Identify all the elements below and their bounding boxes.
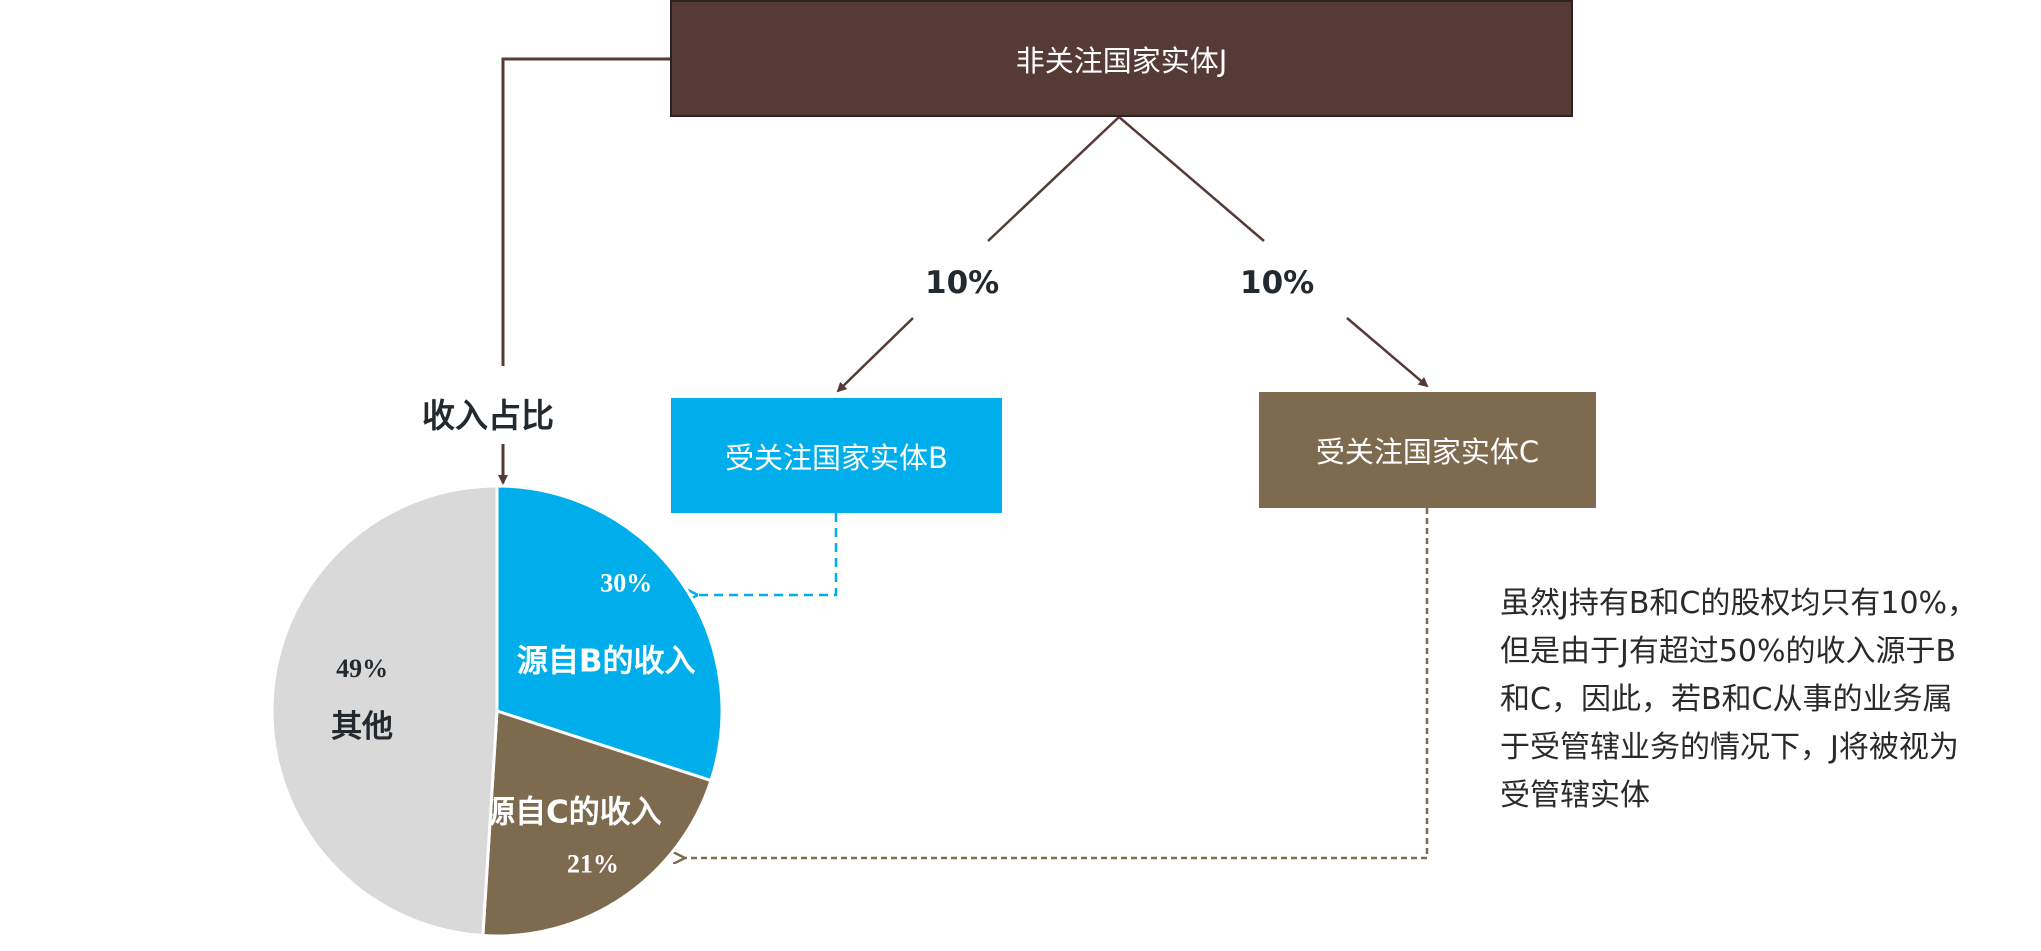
entity-b-box: 受关注国家实体B [671, 398, 1002, 513]
explanation-note: 虽然J持有B和C的股权均只有10%， 但是由于J有超过50%的收入源于B 和C，… [1500, 580, 2040, 820]
note-line: 于受管辖业务的情况下，J将被视为 [1500, 730, 1959, 765]
note-line: 和C，因此，若B和C从事的业务属 [1500, 682, 1953, 717]
pie-slice-name-label: 其他 [331, 709, 393, 745]
entity-b-label: 受关注国家实体B [725, 440, 948, 475]
pie-slice-name-label: 源自B的收入 [517, 644, 696, 680]
ownership-label-j-to-c: 10% [1240, 265, 1315, 301]
entity-j-label: 非关注国家实体J [1015, 43, 1228, 78]
connector-j-to-c-upper [1118, 116, 1265, 242]
ownership-label-j-to-b: 10% [925, 265, 1000, 301]
income-share-title: 收入占比 [422, 396, 554, 435]
note-line: 虽然J持有B和C的股权均只有10%， [1500, 586, 1978, 621]
pie-slice [495, 484, 724, 783]
pie-slice-name-label: 源自C的收入 [484, 795, 662, 831]
pie-slice-percent-label: 30% [600, 569, 652, 598]
note-line: 受管辖实体 [1500, 778, 1650, 813]
pie-slice-percent-label: 21% [567, 850, 619, 879]
connector-j-to-b-upper [987, 116, 1120, 242]
pie-slice [481, 708, 713, 938]
connector-j-to-b-lower [836, 317, 914, 393]
pie-slice-percent-label: 49% [336, 654, 388, 683]
dashed-connector-b-to-pie-slice [696, 513, 838, 595]
entity-j-box: 非关注国家实体J [670, 0, 1573, 117]
entity-c-box: 受关注国家实体C [1259, 392, 1596, 508]
income-pie-chart: 源自B的收入 30% 源自C的收入 21% 其他 49% [270, 484, 724, 938]
dashed-connector-c-to-pie-slice [683, 508, 1429, 858]
connector-j-to-c-lower [1346, 317, 1429, 388]
note-line: 但是由于J有超过50%的收入源于B [1500, 634, 1957, 669]
pie-slice [270, 484, 499, 938]
entity-c-label: 受关注国家实体C [1315, 435, 1540, 469]
connector-j-to-pie [501, 57, 670, 366]
